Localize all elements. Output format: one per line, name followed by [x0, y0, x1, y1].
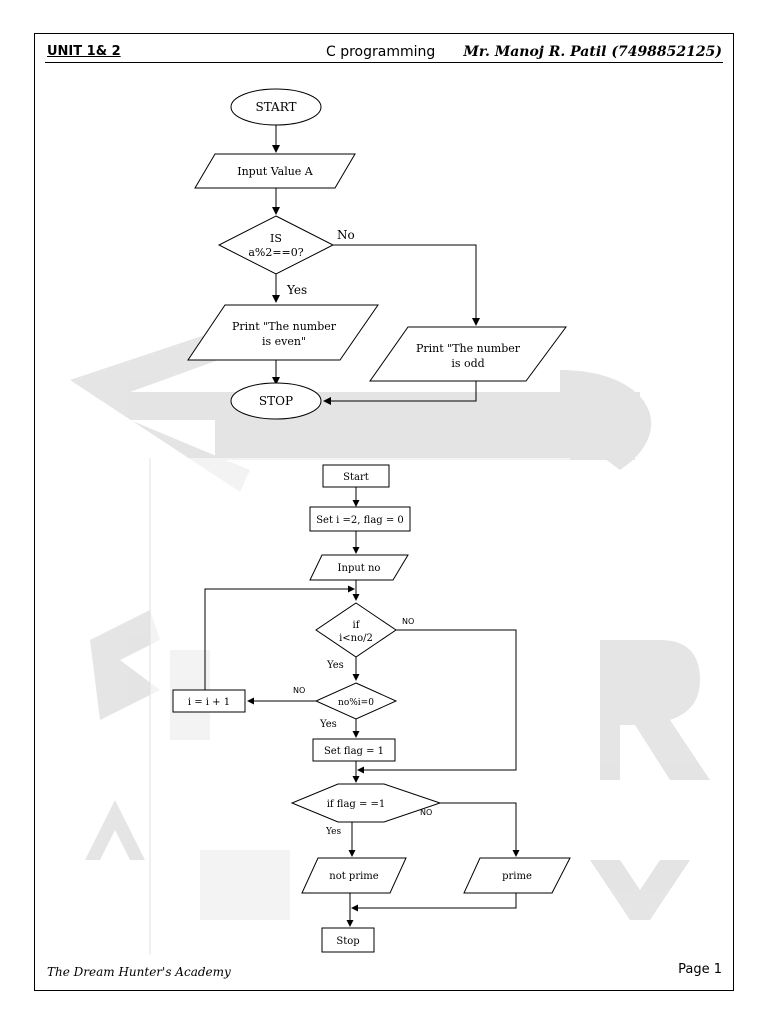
odd-line2: is odd	[451, 357, 484, 370]
prime-stop-box	[321, 927, 375, 953]
not-prime-label: not prime	[329, 871, 379, 882]
print-odd-box	[369, 326, 567, 382]
not-prime-box	[301, 857, 407, 894]
even-line1: Print "The number	[232, 320, 337, 333]
flag-no-label: NO	[420, 808, 432, 817]
stop-label: STOP	[259, 394, 293, 408]
input-label: Input Value A	[237, 165, 314, 178]
divisible-label: no%i=0	[338, 698, 374, 708]
init-box	[309, 506, 411, 532]
prime-input-box	[309, 554, 409, 581]
start-label: START	[255, 100, 296, 114]
loop-no-label: NO	[402, 617, 414, 626]
print-even-box	[187, 304, 379, 361]
loop-line1: if	[353, 620, 361, 631]
divisible-no-label: NO	[293, 686, 305, 695]
loop-line2: i<no/2	[339, 633, 373, 644]
prime-start-label: Start	[343, 472, 369, 483]
decision-line1: IS	[270, 232, 282, 245]
page-border	[34, 33, 734, 991]
prime-input-label: Input no	[338, 563, 381, 574]
prime-stop-label: Stop	[336, 936, 359, 947]
prime-label: prime	[502, 871, 532, 882]
header-subject: C programming	[326, 44, 436, 60]
even-line2: is even"	[262, 335, 306, 348]
input-box	[194, 153, 356, 189]
no-label: No	[337, 228, 355, 242]
header-divider	[45, 62, 723, 63]
odd-line1: Print "The number	[416, 342, 521, 355]
increment-box	[172, 689, 246, 713]
divisible-yes-label: Yes	[319, 719, 337, 730]
prime-box	[463, 857, 571, 894]
flag-yes-label: Yes	[325, 827, 341, 837]
header-author: Mr. Manoj R. Patil (7498852125)	[463, 44, 722, 60]
decision-line2: a%2==0?	[248, 246, 303, 259]
footer-academy: The Dream Hunter's Academy	[47, 965, 231, 979]
loop-yes-label: Yes	[326, 660, 344, 671]
decision-flag	[290, 783, 442, 823]
footer-page-number: Page 1	[678, 962, 722, 977]
set-flag-box	[312, 738, 396, 762]
header-unit: UNIT 1& 2	[47, 44, 121, 59]
increment-label: i = i + 1	[188, 697, 230, 708]
set-flag-label: Set flag = 1	[324, 746, 384, 757]
flag-label: if flag = =1	[327, 799, 386, 810]
stop-terminal	[230, 382, 322, 420]
init-label: Set i =2, flag = 0	[316, 515, 404, 526]
yes-label: Yes	[286, 283, 307, 297]
